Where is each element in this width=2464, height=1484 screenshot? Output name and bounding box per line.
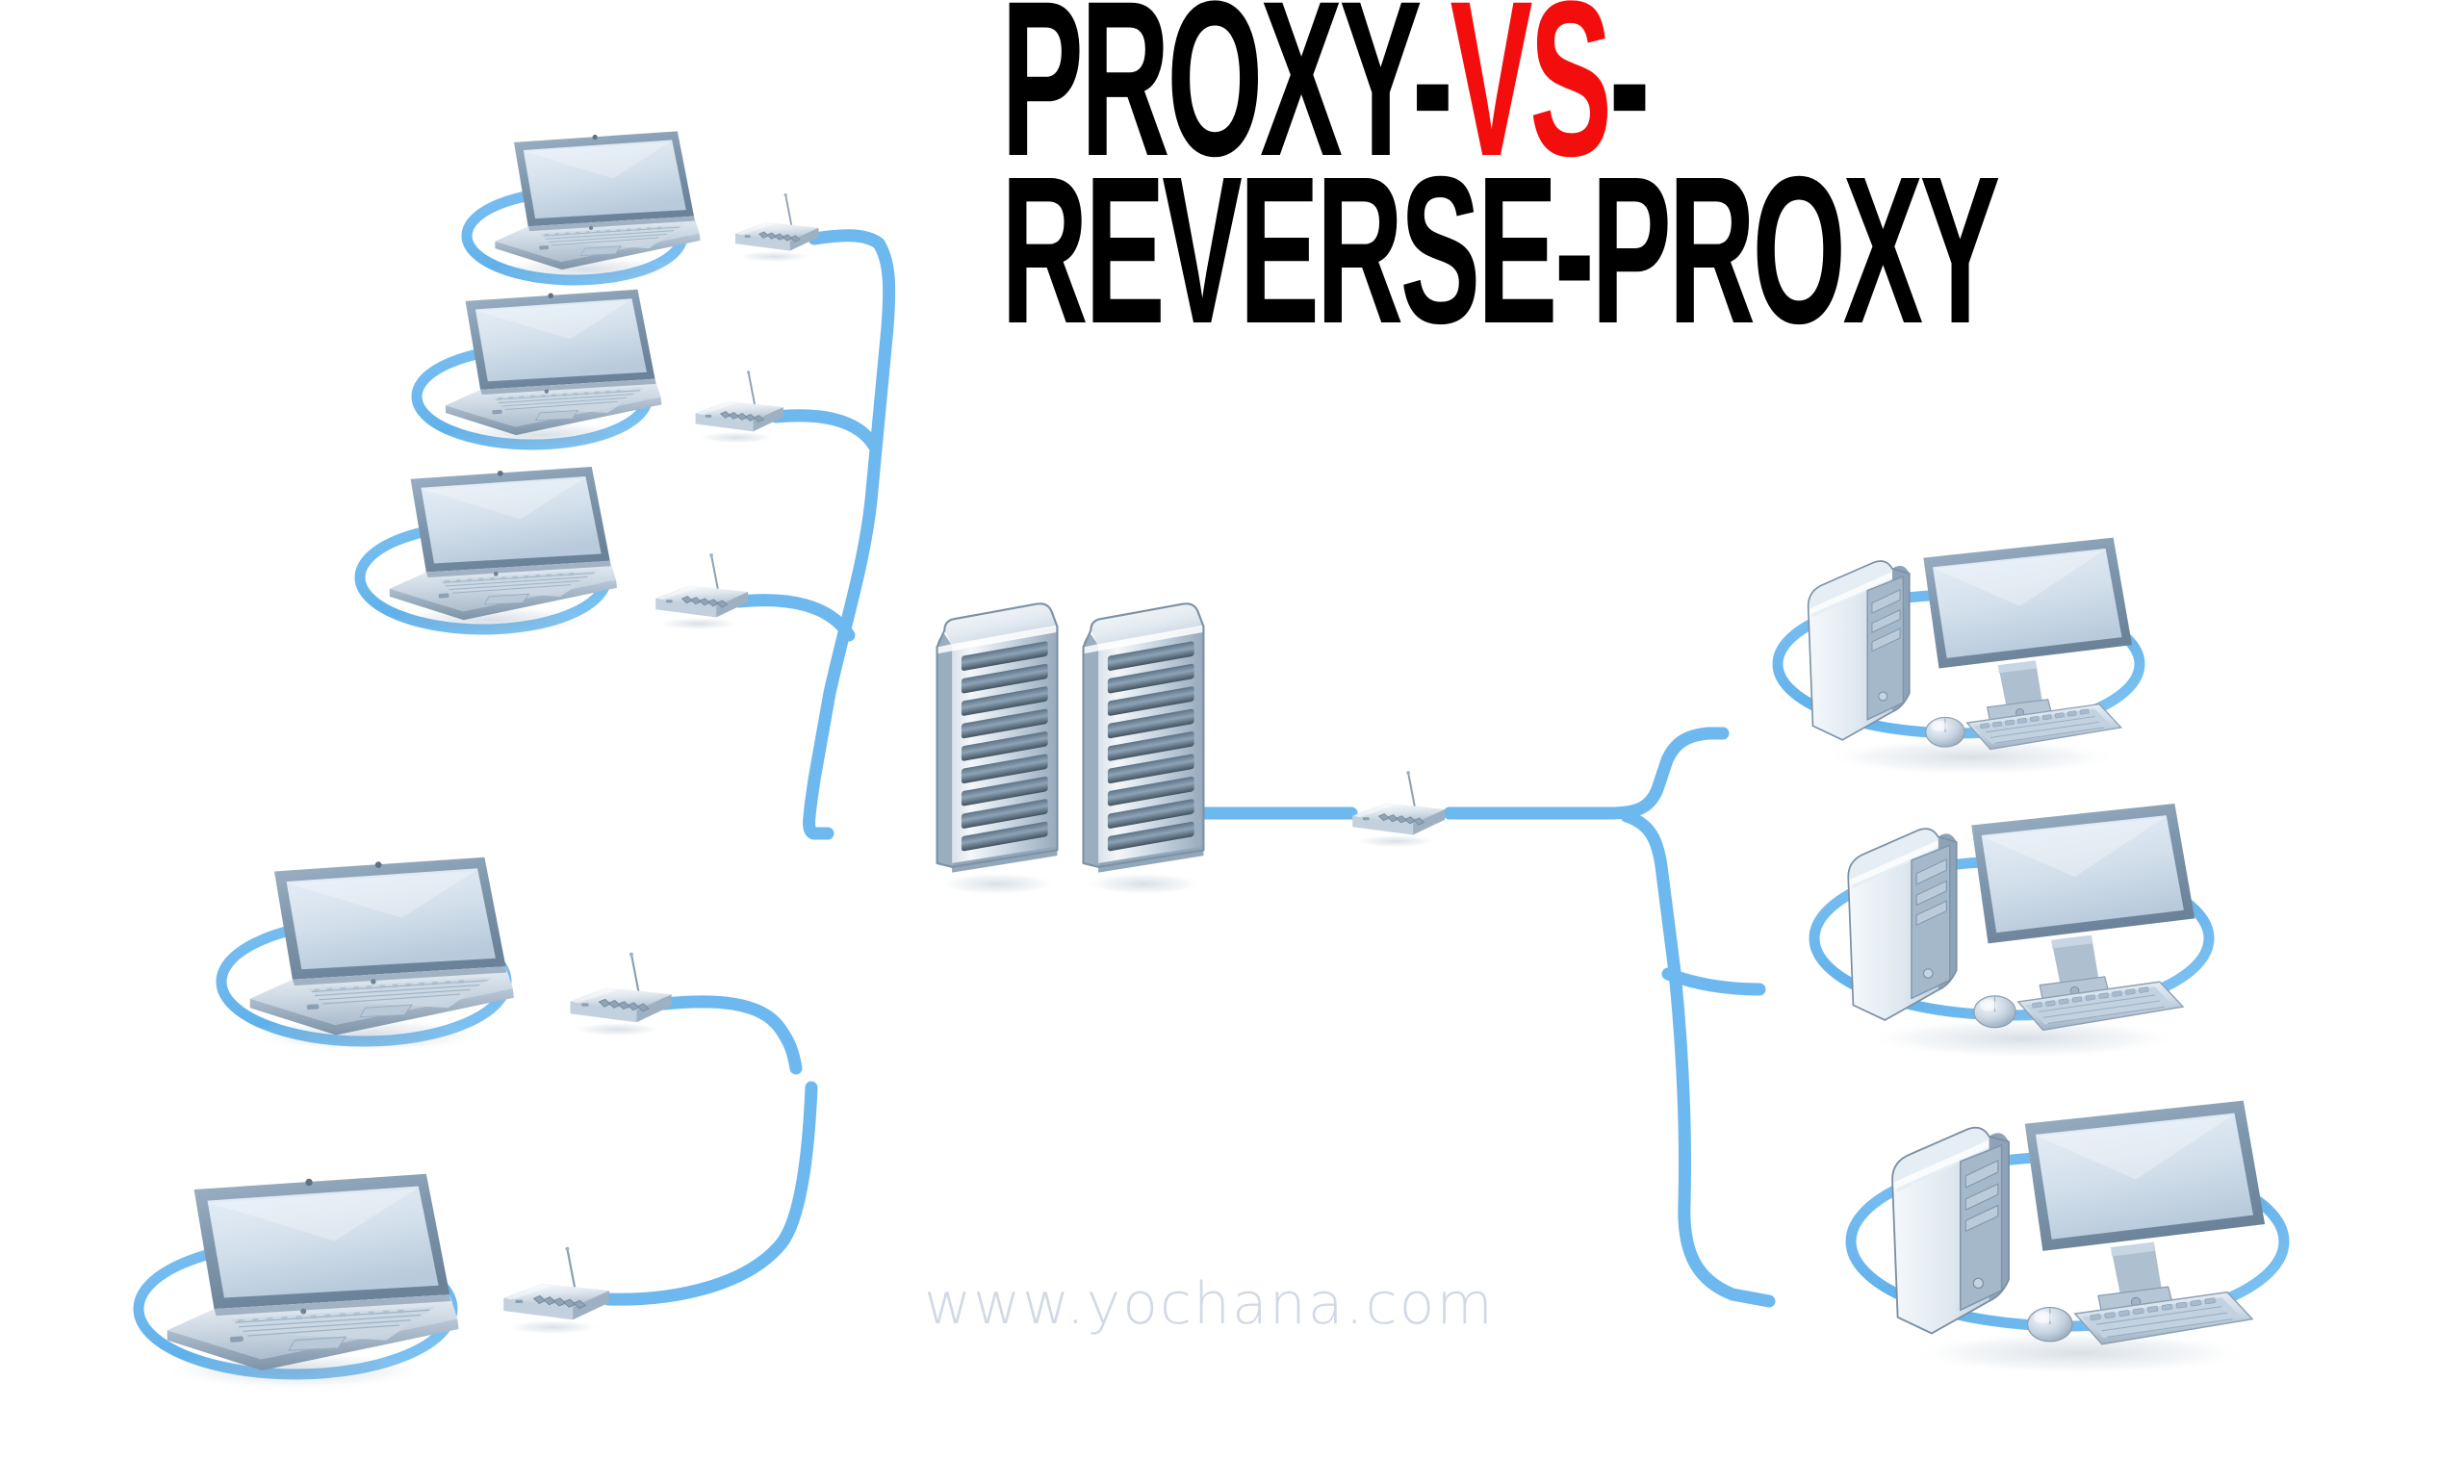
router-4[interactable] xyxy=(569,951,673,1037)
client-laptops xyxy=(162,130,702,1391)
desktop-2[interactable] xyxy=(1847,803,2196,1060)
proxy-server-1[interactable] xyxy=(936,602,1059,897)
router-1[interactable] xyxy=(734,192,820,264)
proxy-server-2[interactable] xyxy=(1082,602,1205,897)
site-watermark: www.yochana.com xyxy=(924,1270,1495,1338)
central-router[interactable] xyxy=(1351,770,1447,849)
link-branch-1 xyxy=(808,229,886,250)
router-3[interactable] xyxy=(654,552,750,631)
proxy-server-group xyxy=(936,602,1205,897)
link-branch-4 xyxy=(657,995,803,1075)
link-right-trunk xyxy=(1603,727,1730,820)
network-links xyxy=(602,229,1776,1308)
link-branch-5 xyxy=(602,1081,818,1306)
router-2[interactable] xyxy=(694,370,784,445)
link-right-spine-down xyxy=(1620,809,1776,1308)
link-branch-right-2 xyxy=(1661,967,1766,996)
desktop-1[interactable] xyxy=(1807,536,2133,777)
desktop-3[interactable] xyxy=(1891,1099,2267,1376)
link-left-trunk xyxy=(803,237,896,840)
backend-desktops xyxy=(1807,536,2267,1376)
router-5[interactable] xyxy=(502,1245,611,1336)
link-branch-3 xyxy=(732,594,856,642)
link-branch-2 xyxy=(769,409,881,452)
